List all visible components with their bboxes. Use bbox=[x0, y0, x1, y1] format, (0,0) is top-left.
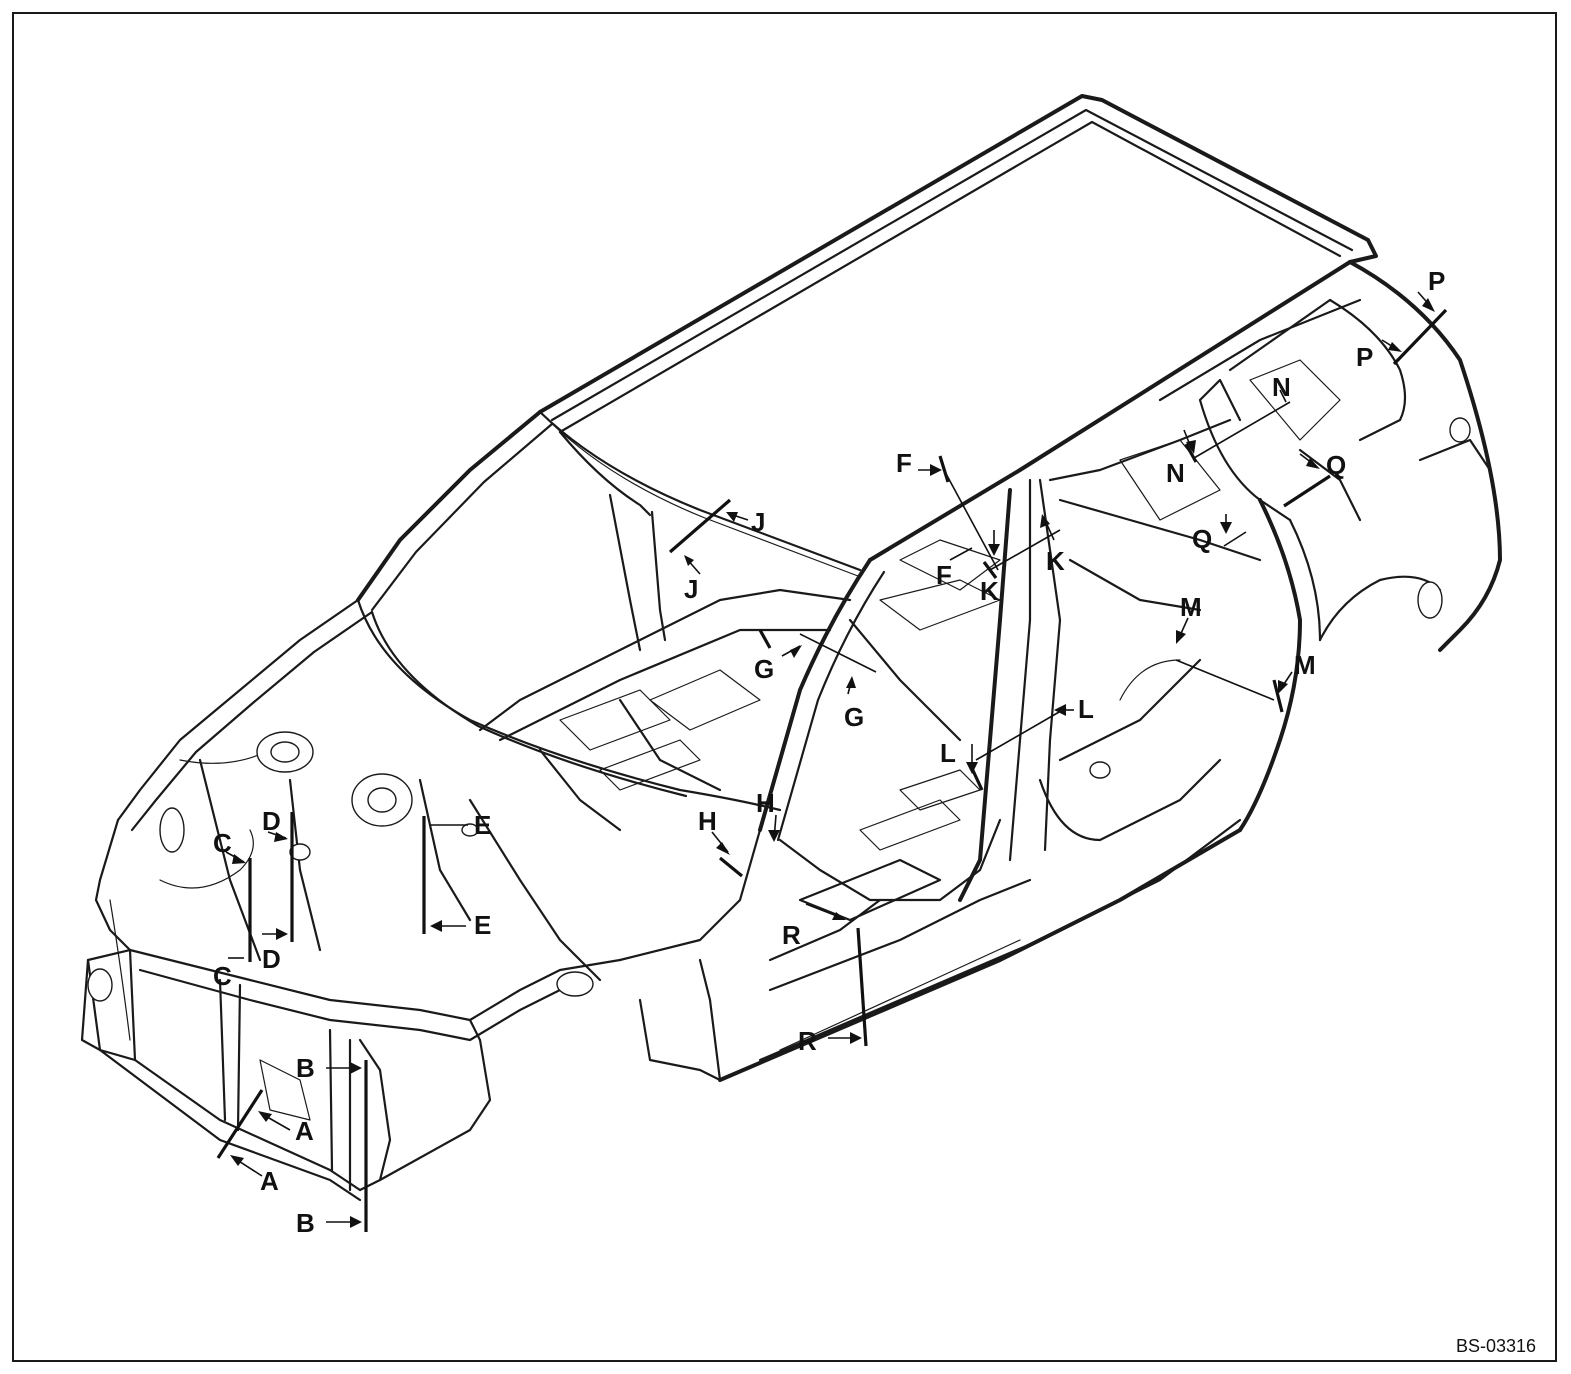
section-label-k: K bbox=[980, 576, 999, 606]
section-label-n: N bbox=[1166, 458, 1185, 488]
rocker-panel bbox=[638, 818, 1242, 1082]
section-label-b: B bbox=[296, 1053, 315, 1083]
section-label-c: C bbox=[213, 828, 232, 858]
section-label-n: N bbox=[1272, 372, 1291, 402]
section-d-marker bbox=[262, 812, 294, 942]
section-c-marker bbox=[225, 851, 252, 962]
section-f-marker bbox=[918, 455, 999, 571]
section-label-f: F bbox=[936, 560, 952, 590]
section-label-l: L bbox=[1078, 694, 1094, 724]
section-label-h: H bbox=[756, 788, 775, 818]
section-label-p: P bbox=[1356, 342, 1373, 372]
section-label-b: B bbox=[296, 1208, 315, 1238]
section-label-r: R bbox=[798, 1026, 817, 1056]
section-label-k: K bbox=[1046, 546, 1065, 576]
section-label-e: E bbox=[474, 910, 491, 940]
section-label-d: D bbox=[262, 944, 281, 974]
figure-code: BS-03316 bbox=[1456, 1336, 1536, 1356]
section-r-marker bbox=[805, 903, 868, 1047]
section-b-marker bbox=[326, 1060, 368, 1232]
rear-body bbox=[1038, 260, 1502, 842]
section-h-marker bbox=[711, 814, 780, 878]
section-label-g: G bbox=[844, 702, 864, 732]
section-label-m: M bbox=[1294, 650, 1316, 680]
section-n-marker bbox=[1183, 389, 1291, 463]
section-label-l: L bbox=[940, 738, 956, 768]
windshield-frame bbox=[356, 410, 886, 842]
section-k-marker bbox=[982, 514, 1061, 579]
section-label-q: Q bbox=[1326, 450, 1346, 480]
section-label-r: R bbox=[782, 920, 801, 950]
cabin-floor bbox=[478, 539, 1032, 992]
section-label-m: M bbox=[1180, 592, 1202, 622]
section-label-j: J bbox=[684, 574, 698, 604]
section-label-q: Q bbox=[1192, 524, 1212, 554]
section-j-marker bbox=[668, 498, 749, 575]
front-structure bbox=[80, 598, 622, 1202]
section-m-marker bbox=[1175, 617, 1293, 713]
figure-frame bbox=[12, 12, 1557, 1362]
section-label-g: G bbox=[754, 654, 774, 684]
section-q-marker bbox=[1220, 453, 1331, 547]
section-label-c: C bbox=[213, 961, 232, 991]
roof-panel bbox=[538, 94, 1378, 577]
section-e-marker bbox=[422, 816, 468, 934]
section-label-f: F bbox=[896, 448, 912, 478]
b-pillar bbox=[958, 478, 1062, 902]
section-label-e: E bbox=[474, 810, 491, 840]
section-label-p: P bbox=[1428, 266, 1445, 296]
section-a-marker bbox=[216, 1089, 291, 1177]
section-p-marker bbox=[1381, 291, 1448, 366]
section-label-a: A bbox=[260, 1166, 279, 1196]
section-label-j: J bbox=[751, 507, 765, 537]
section-label-h: H bbox=[698, 806, 717, 836]
strut-tower-details bbox=[87, 731, 594, 1002]
section-label-a: A bbox=[295, 1116, 314, 1146]
section-label-d: D bbox=[262, 806, 281, 836]
section-l-marker bbox=[966, 704, 1074, 791]
section-g-marker bbox=[758, 629, 877, 695]
